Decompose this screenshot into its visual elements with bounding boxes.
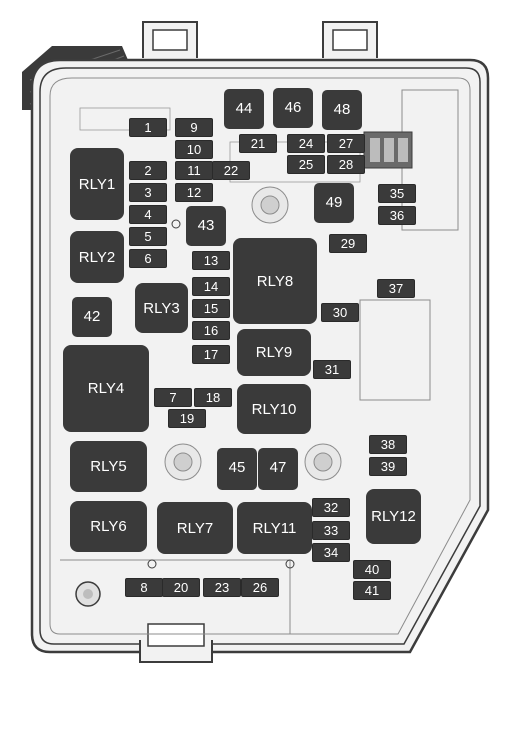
fuse-13: 13 xyxy=(193,252,229,269)
fuse-27: 27 xyxy=(328,135,364,152)
fuse-32: 32 xyxy=(313,499,349,516)
fuse-3: 3 xyxy=(130,184,166,201)
fuse-40: 40 xyxy=(354,561,390,578)
fuse-24: 24 xyxy=(288,135,324,152)
fuse-38: 38 xyxy=(370,436,406,453)
fuse-20: 20 xyxy=(163,579,199,596)
relay-7: RLY7 xyxy=(157,502,233,554)
fuse-15: 15 xyxy=(193,300,229,317)
fuse-9: 9 xyxy=(176,119,212,136)
fuse-17: 17 xyxy=(193,346,229,363)
fuse-30: 30 xyxy=(322,304,358,321)
fuse-7: 7 xyxy=(155,389,191,406)
relay-6: RLY6 xyxy=(70,501,147,552)
fuse-4: 4 xyxy=(130,206,166,223)
fuse-41: 41 xyxy=(354,582,390,599)
fuse-8: 8 xyxy=(126,579,162,596)
relay-11: RLY11 xyxy=(237,502,312,554)
relay-10: RLY10 xyxy=(237,384,311,434)
block-42: 42 xyxy=(72,297,112,337)
relay-9: RLY9 xyxy=(237,329,311,376)
fuse-29: 29 xyxy=(330,235,366,252)
fuse-16: 16 xyxy=(193,322,229,339)
fuse-26: 26 xyxy=(242,579,278,596)
fuse-33: 33 xyxy=(313,522,349,539)
fuse-22: 22 xyxy=(213,162,249,179)
fuse-31: 31 xyxy=(314,361,350,378)
fuse-25: 25 xyxy=(288,156,324,173)
fuse-11: 11 xyxy=(176,162,212,179)
relay-4: RLY4 xyxy=(63,345,149,432)
fuse-1: 1 xyxy=(130,119,166,136)
fuse-10: 10 xyxy=(176,141,212,158)
relay-12: RLY12 xyxy=(366,489,421,544)
fuse-14: 14 xyxy=(193,278,229,295)
fuse-5: 5 xyxy=(130,228,166,245)
block-49: 49 xyxy=(314,183,354,223)
fuse-36: 36 xyxy=(379,207,415,224)
fuse-23: 23 xyxy=(204,579,240,596)
relay-1: RLY1 xyxy=(70,148,124,220)
fuse-28: 28 xyxy=(328,156,364,173)
block-45: 45 xyxy=(217,448,257,490)
fuse-37: 37 xyxy=(378,280,414,297)
block-44: 44 xyxy=(224,89,264,129)
fuse-35: 35 xyxy=(379,185,415,202)
relay-3: RLY3 xyxy=(135,283,188,333)
block-46: 46 xyxy=(273,88,313,128)
fuse-39: 39 xyxy=(370,458,406,475)
fuse-34: 34 xyxy=(313,544,349,561)
relay-5: RLY5 xyxy=(70,441,147,492)
block-47: 47 xyxy=(258,448,298,490)
block-43: 43 xyxy=(186,206,226,246)
fuse-19: 19 xyxy=(169,410,205,427)
fuse-21: 21 xyxy=(240,135,276,152)
relay-2: RLY2 xyxy=(70,231,124,283)
relay-8: RLY8 xyxy=(233,238,317,324)
fuse-2: 2 xyxy=(130,162,166,179)
block-48: 48 xyxy=(322,90,362,130)
fuse-18: 18 xyxy=(195,389,231,406)
fuse-6: 6 xyxy=(130,250,166,267)
fuse-12: 12 xyxy=(176,184,212,201)
